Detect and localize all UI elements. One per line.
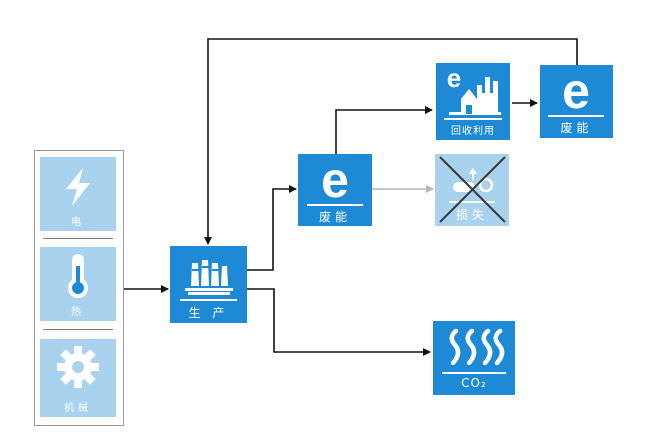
loss-node: 损失 (435, 154, 509, 226)
svg-text:e: e (447, 65, 461, 93)
svg-text:e: e (562, 69, 590, 113)
waste-energy-node-2: e 废能 (540, 65, 613, 138)
thermometer-icon (68, 254, 88, 298)
panel-divider (43, 329, 113, 330)
panel-divider (43, 238, 113, 239)
energy-factory-icon: e (447, 65, 501, 115)
waste-energy-underline (307, 204, 363, 206)
recovery-underline (444, 118, 502, 120)
co2-node: CO₂ (433, 321, 515, 395)
input-sources-panel: 电 热 机械 (34, 150, 124, 426)
svg-text:e: e (321, 158, 349, 202)
input-heat-label: 热 (71, 307, 85, 318)
co2-underline (442, 372, 506, 374)
input-mechanical-label: 机械 (64, 403, 92, 414)
input-electricity-label: 电 (71, 217, 85, 228)
arrow-production-to-co2 (247, 288, 431, 356)
factory-icon (185, 260, 233, 295)
input-electricity: 电 (40, 157, 116, 231)
emission-waves-icon (449, 328, 505, 366)
recovery-label: 回收利用 (451, 126, 495, 137)
production-label: 生 产 (188, 306, 229, 320)
recovery-node: e 回收利用 (436, 63, 510, 140)
production-underline (180, 299, 237, 301)
waste-energy-label: 废能 (318, 210, 351, 224)
gear-icon (57, 346, 99, 388)
energy-e-icon: e (321, 158, 349, 202)
input-heat: 热 (40, 247, 116, 321)
waste-energy-node: e 废能 (298, 154, 372, 226)
arrow-production-to-waste-energy (247, 185, 297, 271)
input-mechanical: 机械 (40, 339, 116, 417)
waste-energy-2-underline (548, 115, 604, 117)
energy-e-icon: e (562, 69, 590, 113)
co2-label: CO₂ (461, 376, 487, 390)
production-node: 生 产 (170, 246, 247, 323)
loss-label: 损失 (455, 208, 488, 222)
lightning-icon (66, 168, 90, 206)
loss-crossed-icon (439, 156, 506, 223)
waste-energy-2-label: 废能 (560, 121, 593, 135)
arrow-waste-energy-to-recovery (335, 106, 433, 154)
arrow-feedback-to-production (204, 38, 578, 245)
